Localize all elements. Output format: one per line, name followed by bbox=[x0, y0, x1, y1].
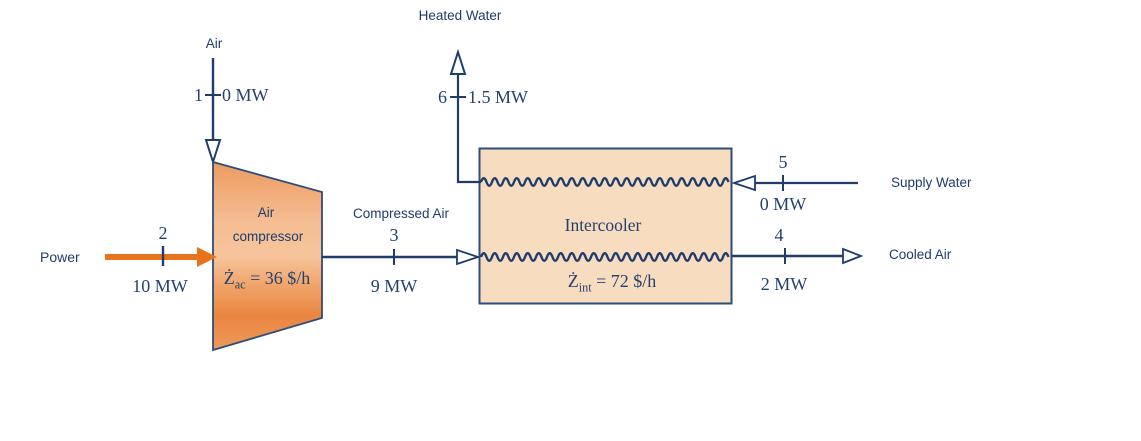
heated-water-number: 6 bbox=[438, 87, 447, 107]
intercooler-cost-subscript: int bbox=[578, 280, 592, 295]
supply-water-arrowhead-icon bbox=[731, 174, 756, 192]
air-inlet-value: 0 MW bbox=[222, 85, 269, 105]
cooled-air-arrowhead-icon bbox=[842, 247, 864, 265]
compressor-label-line1: Air bbox=[257, 205, 275, 220]
cooled-air-number: 4 bbox=[774, 225, 784, 245]
power-number: 2 bbox=[158, 223, 168, 243]
compressed-air-arrowhead-icon bbox=[456, 248, 481, 266]
compressor-cost-label: Żac = 36 $/h bbox=[224, 269, 311, 291]
power-arrow-shaft bbox=[105, 254, 198, 260]
air-compressor-body bbox=[212, 160, 323, 352]
air-inlet-arrowhead-icon bbox=[204, 139, 222, 166]
cooled-air-label: Cooled Air bbox=[889, 247, 952, 262]
compressor-cost-subscript: ac bbox=[234, 277, 246, 292]
power-arrowhead-icon bbox=[197, 247, 217, 267]
compressed-air-value: 9 MW bbox=[370, 276, 418, 296]
compressed-air-number: 3 bbox=[389, 225, 399, 245]
heated-water-label: Heated Water bbox=[418, 8, 502, 23]
cooled-air-value: 2 MW bbox=[760, 274, 808, 294]
compressor-label-line2: compressor bbox=[232, 229, 304, 244]
intercooler-cost-symbol: Ż bbox=[567, 271, 579, 291]
intercooler-air-coil bbox=[479, 252, 730, 262]
air-inlet-label: Air bbox=[205, 36, 223, 51]
supply-water-label: Supply Water bbox=[891, 175, 972, 190]
supply-water-number: 5 bbox=[778, 152, 788, 172]
power-label: Power bbox=[40, 249, 80, 265]
intercooler-water-coil bbox=[479, 177, 730, 187]
air-inlet-number: 1 bbox=[194, 85, 203, 105]
heated-water-value: 1.5 MW bbox=[468, 87, 528, 107]
heated-water-line bbox=[456, 72, 481, 184]
power-value: 10 MW bbox=[132, 276, 188, 296]
compressor-cost-symbol: Ż bbox=[223, 268, 235, 288]
compressed-air-label: Compressed Air bbox=[352, 206, 450, 221]
intercooler-cost-label: Żint = 72 $/h bbox=[568, 272, 657, 294]
intercooler-cost-value: = 72 $/h bbox=[591, 271, 657, 291]
intercooler-label: Intercooler bbox=[564, 215, 642, 235]
compressor-cost-value: = 36 $/h bbox=[245, 268, 311, 288]
supply-water-value: 0 MW bbox=[759, 194, 807, 214]
intercooler-body bbox=[478, 147, 733, 305]
heated-water-arrowhead-icon bbox=[449, 48, 467, 75]
